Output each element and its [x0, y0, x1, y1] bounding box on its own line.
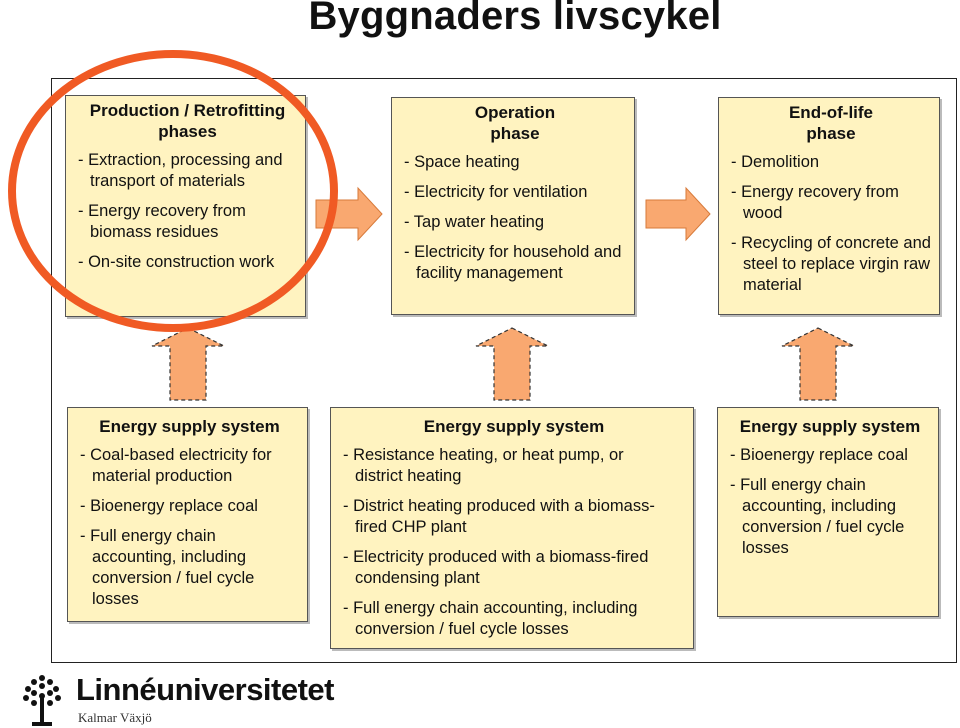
list-item: Energy recovery from biomass residues [78, 201, 297, 243]
list-item: Full energy chain accounting, including … [80, 526, 299, 610]
list-item: Extraction, processing and transport of … [78, 150, 297, 192]
list-item: Bioenergy replace coal [730, 445, 930, 466]
phase-box-operation: Operation phase Space heating Electricit… [391, 97, 635, 315]
arrow-right-icon [645, 186, 711, 242]
phase-box-production: Production / Retrofitting phases Extract… [65, 95, 306, 317]
supply-box-production: Energy supply system Coal-based electric… [67, 407, 308, 622]
phase-heading: Production / Retrofitting phases [89, 101, 286, 141]
list-item: Full energy chain accounting, including … [730, 475, 930, 559]
list-item: Space heating [404, 152, 626, 173]
list-item: Full energy chain accounting, including … [343, 598, 685, 640]
list-item: Energy recovery from wood [731, 182, 931, 224]
list-item: On-site construction work [78, 252, 297, 273]
logo-subtext: Kalmar Växjö [78, 710, 152, 725]
supply-heading: Energy supply system [423, 417, 605, 436]
list-item: Recycling of concrete and steel to repla… [731, 233, 931, 296]
list-item: Electricity for ventilation [404, 182, 626, 203]
list-item: Resistance heating, or heat pump, or dis… [343, 445, 685, 487]
list-item: District heating produced with a biomass… [343, 496, 685, 538]
list-item: Coal-based electricity for material prod… [80, 445, 299, 487]
list-item: Electricity for household and facility m… [404, 242, 626, 284]
logo: Linnéuniversitetet Kalmar Växjö [20, 672, 335, 728]
phase-heading: Operation phase [474, 103, 556, 143]
supply-heading: Energy supply system [99, 417, 280, 436]
supply-heading: Energy supply system [739, 417, 921, 436]
list-item: Tap water heating [404, 212, 626, 233]
logo-text: Linnéuniversitetet [76, 672, 335, 707]
arrow-up-icon [475, 327, 549, 401]
diagram-frame [51, 78, 957, 663]
list-item: Demolition [731, 152, 931, 173]
list-item: Electricity produced with a biomass-fire… [343, 547, 685, 589]
phase-heading: End-of-life phase [788, 103, 874, 143]
list-item: Bioenergy replace coal [80, 496, 299, 517]
page-title: Byggnaders livscykel [308, 0, 722, 38]
tree-logo-icon [23, 675, 61, 726]
arrow-up-icon [151, 327, 225, 401]
arrow-right-icon [315, 186, 383, 242]
arrow-up-icon [781, 327, 855, 401]
phase-box-end-of-life: End-of-life phase Demolition Energy reco… [718, 97, 940, 315]
supply-box-operation: Energy supply system Resistance heating,… [330, 407, 694, 649]
supply-box-end-of-life: Energy supply system Bioenergy replace c… [717, 407, 939, 617]
